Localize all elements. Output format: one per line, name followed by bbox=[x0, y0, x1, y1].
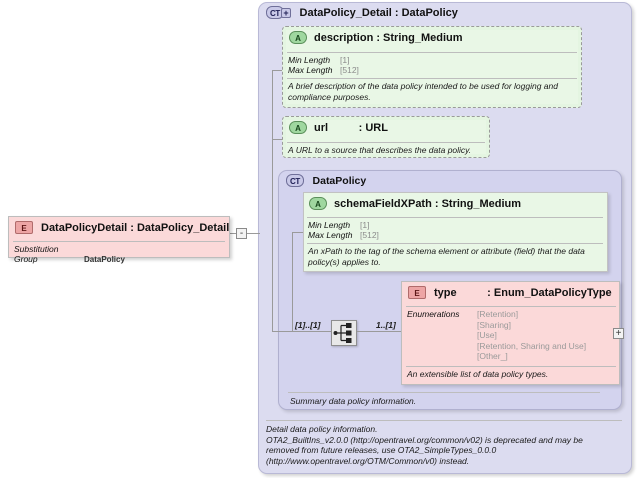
connector-line bbox=[292, 232, 303, 233]
element-icon: E bbox=[15, 221, 33, 234]
cardinality-right: 1..[1] bbox=[376, 320, 396, 330]
enumeration-item: [Retention] bbox=[477, 309, 519, 319]
connector-line bbox=[357, 331, 401, 332]
facet-value: [1] bbox=[340, 55, 350, 65]
facet-value: [1] bbox=[360, 220, 370, 230]
enum-element-icon: E bbox=[408, 286, 426, 299]
attribute-box-url[interactable] bbox=[282, 116, 490, 158]
documentation-type: An extensible list of data policy types. bbox=[407, 369, 549, 379]
connector-line bbox=[292, 331, 331, 332]
complextype-title: DataPolicy_Detail : DataPolicy bbox=[299, 6, 458, 19]
divider bbox=[288, 392, 600, 393]
facet-key: Min Length bbox=[288, 55, 331, 65]
divider bbox=[13, 241, 225, 242]
bottom-documentation: Detail data policy information. OTA2_Bui… bbox=[266, 424, 622, 466]
facet-key-enumerations: Enumerations bbox=[407, 309, 460, 319]
doc-line: removed from future releases, use OTA2_S… bbox=[266, 445, 497, 455]
attribute-icon: A bbox=[289, 31, 307, 44]
connector-spine-inner bbox=[292, 232, 293, 331]
facet-value: [512] bbox=[360, 230, 379, 240]
collapse-toggle-button[interactable]: - bbox=[236, 228, 247, 239]
divider bbox=[406, 306, 616, 307]
divider bbox=[307, 217, 603, 218]
cardinality-left: [1]..[1] bbox=[295, 320, 321, 330]
complextype-header-datapolicy-detail: CT+ DataPolicy_Detail : DataPolicy bbox=[266, 6, 616, 24]
enumeration-item: [Retention, Sharing and Use] bbox=[477, 340, 587, 351]
divider bbox=[287, 52, 577, 53]
divider bbox=[406, 366, 616, 367]
divider bbox=[287, 78, 577, 79]
doc-line: Detail data policy information. bbox=[266, 424, 378, 434]
connector-line bbox=[272, 139, 282, 140]
doc-line: OTA2_BuiltIns_v2.0.0 (http://opentravel.… bbox=[266, 434, 583, 445]
connector-spine bbox=[272, 70, 273, 234]
attribute-icon: A bbox=[309, 197, 327, 210]
facet-key: Max Length bbox=[308, 230, 353, 240]
connector-line bbox=[272, 70, 282, 71]
facet-value: [512] bbox=[340, 65, 359, 75]
attribute-box-description[interactable] bbox=[282, 26, 582, 108]
facet-key: Max Length bbox=[288, 65, 333, 75]
enumeration-item: [Use] bbox=[477, 330, 497, 340]
element-box-type[interactable] bbox=[401, 281, 620, 385]
sequence-compositor-icon[interactable] bbox=[331, 320, 357, 346]
connector-line bbox=[230, 233, 240, 234]
enumeration-values: [Retention] [Sharing] [Use] [Retention, … bbox=[477, 309, 617, 362]
enumeration-item: [Other_] bbox=[477, 351, 508, 361]
facet-key: Min Length bbox=[308, 220, 351, 230]
attribute-icon: A bbox=[289, 121, 307, 134]
expand-type-button[interactable]: + bbox=[613, 328, 624, 339]
documentation-description: A brief description of the data policy i… bbox=[288, 81, 558, 102]
complextype-title-datapolicy: DataPolicy bbox=[312, 174, 367, 187]
complextype-header-datapolicy: CT DataPolicy bbox=[286, 174, 586, 190]
connector-line bbox=[247, 233, 260, 234]
complextype-icon: CT bbox=[286, 174, 304, 187]
enumeration-item: [Sharing] bbox=[477, 319, 512, 330]
documentation-datapolicy: Summary data policy information. bbox=[290, 396, 417, 406]
facets-description: Min Length [1] Max Length [512] bbox=[288, 55, 578, 75]
substitution-group-value: DataPolicy bbox=[84, 255, 125, 264]
substitution-group-label: Substitution Group bbox=[14, 244, 59, 264]
attribute-box-schemafieldxpath[interactable] bbox=[303, 192, 608, 272]
element-box-datapolicydetail[interactable] bbox=[8, 216, 230, 258]
divider bbox=[266, 420, 622, 421]
documentation-schemafieldxpath: An xPath to the tag of the schema elemen… bbox=[308, 246, 585, 267]
documentation-url: A URL to a source that describes the dat… bbox=[288, 145, 472, 155]
attribute-box-description-inner bbox=[286, 30, 578, 104]
connector-line bbox=[272, 331, 292, 332]
doc-line: (http://www.opentravel.org/OTM/Common/v0… bbox=[266, 455, 470, 466]
complextype-expander-plus-icon[interactable]: + bbox=[281, 7, 291, 18]
facets-schemafieldxpath: Min Length [1] Max Length [512] bbox=[308, 220, 604, 240]
divider bbox=[287, 142, 485, 143]
divider bbox=[307, 243, 603, 244]
connector-spine bbox=[272, 234, 273, 331]
attribute-box-url-inner bbox=[286, 120, 486, 154]
